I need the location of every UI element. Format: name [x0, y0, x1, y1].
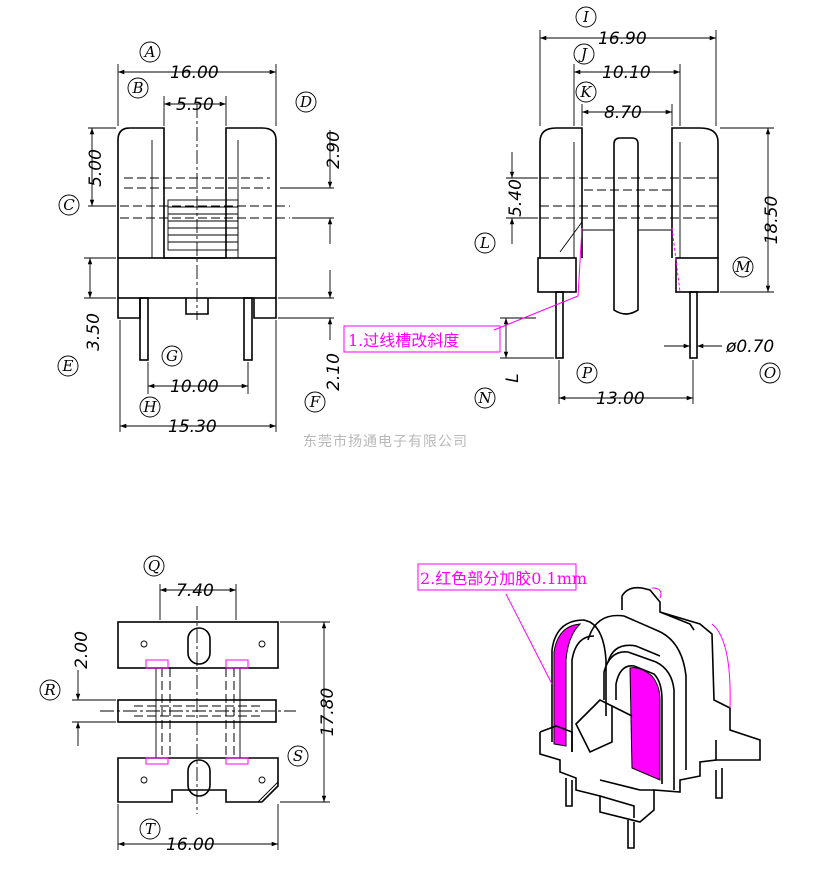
dim-q-value: 7.40 — [176, 581, 214, 601]
callout-d: D — [295, 91, 317, 113]
svg-text:P: P — [581, 364, 593, 382]
svg-text:A: A — [143, 43, 156, 61]
front-view — [117, 104, 290, 361]
callout-m: M — [732, 256, 754, 278]
bottom-view — [100, 606, 296, 814]
svg-text:F: F — [309, 393, 321, 411]
dim-k-value: 8.70 — [604, 103, 642, 123]
callout-g: G — [161, 345, 183, 367]
callout-a: A — [139, 41, 161, 63]
dim-o-value: ø0.70 — [725, 337, 774, 357]
svg-text:M: M — [734, 258, 751, 276]
svg-text:E: E — [62, 357, 74, 375]
bottom-view-dimensions — [72, 584, 330, 850]
note-2: 2.红色部分加胶0.1mm — [417, 563, 587, 685]
svg-text:O: O — [764, 364, 776, 382]
svg-text:L: L — [479, 234, 490, 252]
note-2-text: 2.红色部分加胶0.1mm — [420, 569, 587, 588]
svg-text:N: N — [477, 389, 492, 407]
svg-text:C: C — [63, 196, 75, 214]
dim-m-value: 18.50 — [762, 196, 782, 245]
callout-r: R — [39, 679, 61, 701]
dim-h-value: 15.30 — [168, 417, 217, 437]
dim-f-value: 2.10 — [324, 353, 344, 391]
callout-b: B — [127, 77, 149, 99]
callout-j: J — [573, 43, 595, 65]
dim-a-value: 16.00 — [170, 63, 219, 83]
dim-l-value: 5.40 — [506, 179, 526, 217]
callout-k: K — [575, 81, 597, 103]
callout-o: O — [759, 362, 781, 384]
bottom-view-dimension-texts: 7.40 2.00 17.80 16.00 — [72, 581, 338, 855]
side-view — [537, 127, 719, 359]
side-view-dimensions — [500, 30, 774, 404]
callout-h: H — [139, 396, 161, 418]
dim-g-value: 10.00 — [170, 377, 219, 397]
dim-j-value: 10.10 — [602, 63, 651, 83]
svg-text:S: S — [293, 747, 303, 765]
callout-s: S — [287, 745, 309, 767]
note-1: 1.过线槽改斜度 — [343, 295, 579, 353]
callout-c: C — [58, 194, 80, 216]
svg-text:B: B — [131, 79, 143, 97]
callout-t: T — [139, 818, 161, 840]
dim-d-value: 2.90 — [324, 131, 344, 169]
dim-t-value: 16.00 — [166, 835, 215, 855]
callout-q: Q — [143, 555, 165, 577]
dim-n-value: L — [503, 373, 523, 382]
side-view-dimension-texts: 16.90 10.10 8.70 5.40 18.50 L ø0.70 13.0… — [503, 29, 782, 409]
callout-e: E — [57, 355, 79, 377]
dim-e-value: 3.50 — [84, 313, 104, 351]
callouts: A B C D E F G H I J K L M N O P Q R S T — [39, 6, 781, 840]
callout-l: L — [474, 232, 496, 254]
dim-p-value: 13.00 — [596, 389, 645, 409]
svg-text:H: H — [142, 398, 157, 416]
dim-c-value: 5.00 — [86, 149, 106, 187]
callout-p: P — [576, 362, 598, 384]
dim-b-value: 5.50 — [176, 95, 214, 115]
front-view-dimensions — [84, 64, 334, 432]
svg-text:R: R — [43, 681, 55, 699]
callout-i: I — [575, 6, 597, 28]
svg-text:D: D — [299, 93, 312, 111]
dim-r-value: 2.00 — [72, 631, 92, 669]
svg-text:I: I — [582, 8, 590, 26]
svg-text:K: K — [579, 83, 592, 101]
dim-s-value: 17.80 — [318, 688, 338, 737]
svg-text:J: J — [578, 45, 588, 63]
svg-text:Q: Q — [148, 557, 160, 575]
callout-f: F — [304, 391, 326, 413]
dim-i-value: 16.90 — [598, 29, 647, 49]
note-1-text: 1.过线槽改斜度 — [348, 331, 459, 350]
front-view-dimension-texts: 16.00 5.50 5.00 2.90 3.50 2.10 10.00 15.… — [84, 63, 344, 437]
callout-n: N — [474, 387, 496, 409]
svg-text:T: T — [145, 820, 156, 838]
company-name: 东莞市扬通电子有限公司 — [303, 433, 468, 450]
isometric-view — [539, 586, 761, 849]
svg-text:G: G — [166, 347, 178, 365]
